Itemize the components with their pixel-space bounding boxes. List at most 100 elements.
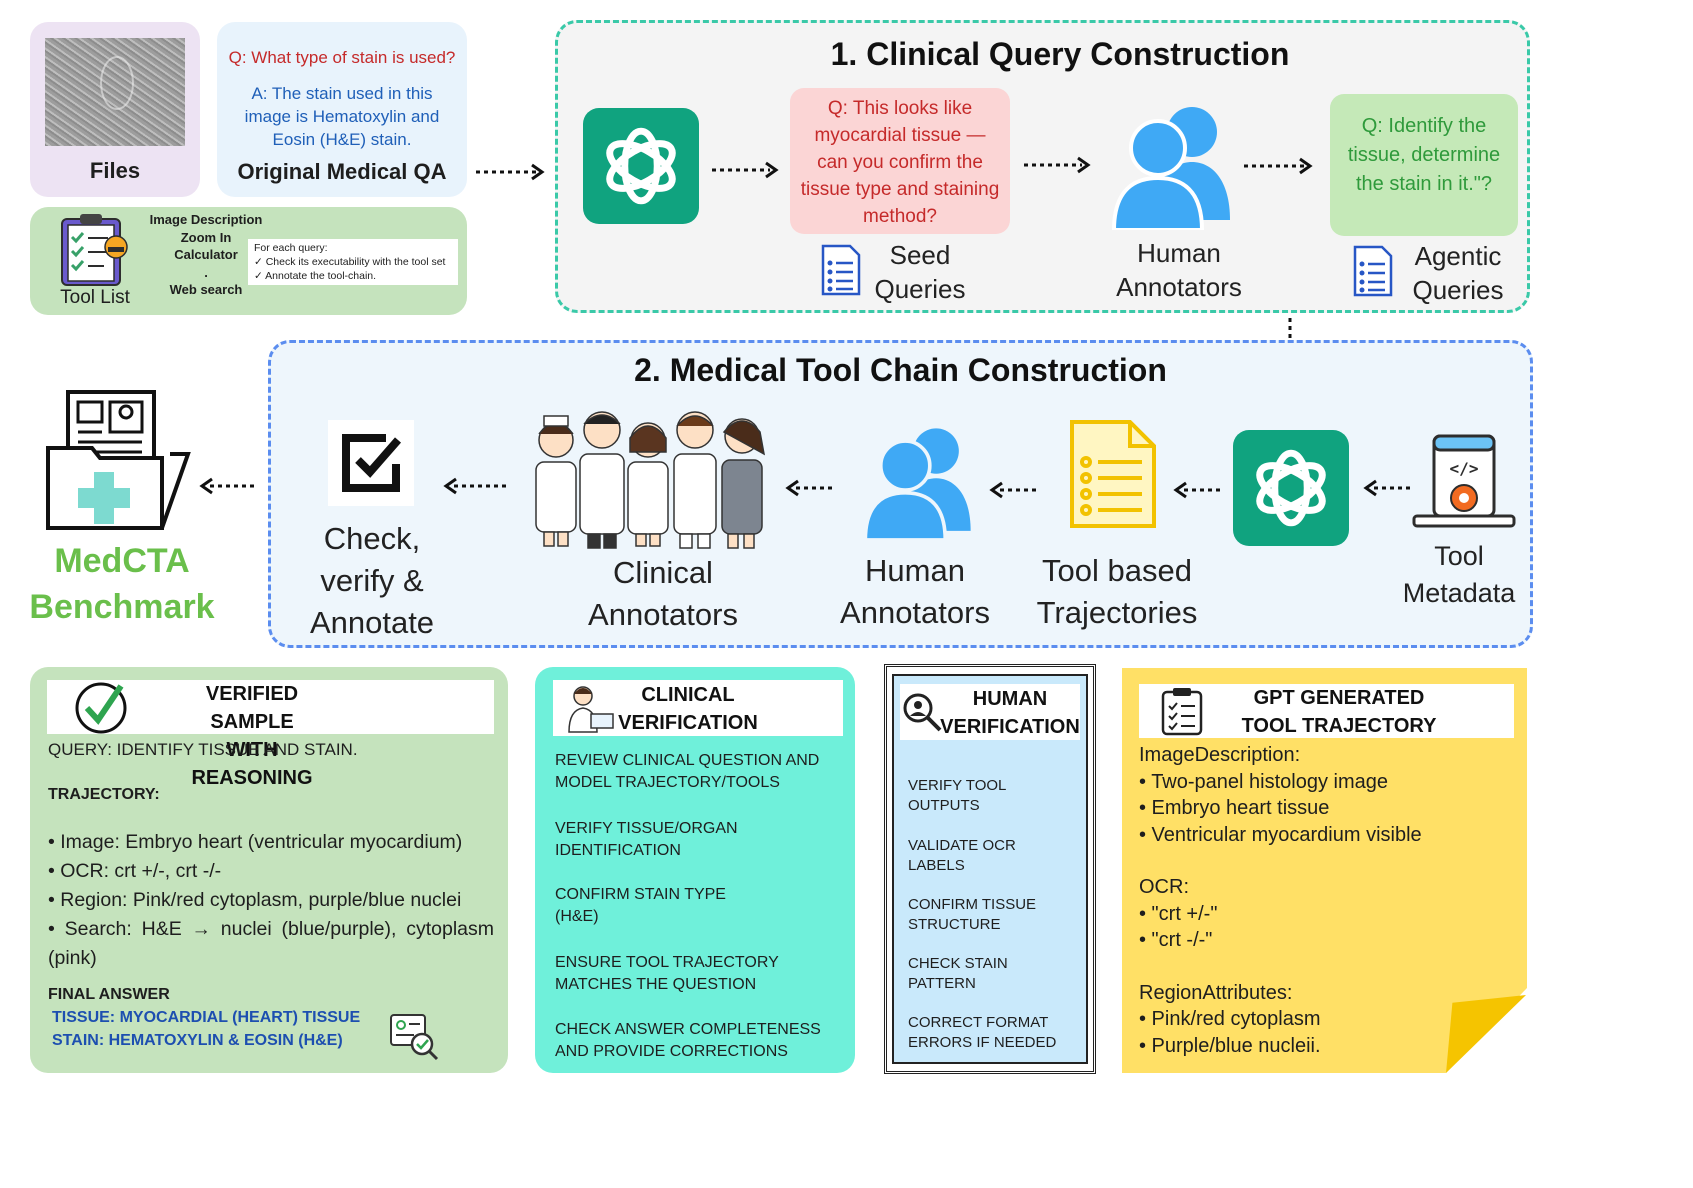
ocr-item: • "crt -/-" (1139, 929, 1213, 951)
arrow-left-icon (1173, 481, 1220, 499)
human-item: CORRECT FORMAT ERRORS IF NEEDED (908, 1014, 1057, 1051)
trajectory-item: • Image: Embryo heart (ventricular myoca… (48, 831, 463, 853)
agentic-query-bubble: Q: Identify the tissue, determine the st… (1330, 94, 1518, 236)
original-qa-card: Q: What type of stain is used? A: The st… (217, 22, 467, 197)
section1-annotators-label: Human Annotators (1116, 238, 1242, 302)
final-answer-heading: FINAL ANSWER (48, 986, 170, 1003)
trajectory-document-icon (1070, 420, 1156, 528)
medical-folder-icon (46, 390, 191, 530)
tool-name: Zoom In (180, 229, 232, 245)
clinical-item: CHECK ANSWER COMPLETENESS AND PROVIDE CO… (555, 1021, 821, 1060)
region-item: • Purple/blue nucleii. (1139, 1034, 1321, 1057)
checkmark-circle-icon (75, 682, 127, 734)
human-title-line1: HUMAN (972, 688, 1048, 710)
human-item: CONFIRM TISSUE STRUCTURE (908, 896, 1037, 933)
ocr-item: • "crt +/-" (1139, 902, 1218, 925)
ocr-heading: OCR: (1139, 876, 1189, 898)
benchmark-line2: Benchmark (29, 588, 215, 626)
query-note: For each query: ✓ Check its executabilit… (248, 239, 458, 285)
files-card: Files (30, 22, 200, 197)
region-item: • Pink/red cytoplasm (1139, 1008, 1321, 1030)
section2-title: 2. Medical Tool Chain Construction (634, 352, 1167, 388)
arrow-right-icon (1024, 156, 1091, 174)
openai-logo-icon (583, 108, 699, 224)
gpt-trajectory-content: ImageDescription: • Two-panel histology … (1139, 742, 1499, 1059)
section1-title: 1. Clinical Query Construction (830, 36, 1290, 72)
check-verify-label: Check, verify & Annotate (309, 521, 435, 640)
final-answer-stain: STAIN: HEMATOXYLIN & EOSIN (H&E) (52, 1032, 343, 1049)
clinical-item: VERIFY TISSUE/ORGAN IDENTIFICATION (555, 820, 738, 859)
document-list-icon (1353, 245, 1393, 297)
svg-text:</>: </> (1450, 459, 1479, 478)
verified-sample-card (30, 667, 508, 1073)
clinical-item: REVIEW CLINICAL QUESTION AND MODEL TRAJE… (555, 752, 820, 791)
arrow-right-icon (1244, 157, 1313, 175)
clipboard-checklist-icon (61, 214, 128, 286)
verified-title-line1: VERIFIED SAMPLE (205, 683, 299, 733)
tool-list-label: Tool List (60, 287, 130, 308)
clinical-title-line1: CLINICAL (641, 684, 735, 706)
query-note-title: For each query: (254, 242, 328, 254)
arrow-left-icon (989, 481, 1036, 499)
human-item: VALIDATE OCR LABELS (908, 837, 1016, 874)
image-description-item: • Ventricular myocardium visible (1139, 823, 1422, 846)
trajectory-item: • Region: Pink/red cytoplasm, purple/blu… (48, 889, 462, 911)
clinical-staff-illustration-icon (535, 411, 766, 549)
gpt-title-box: GPT GENERATED TOOL TRAJECTORY (1139, 684, 1514, 738)
verified-query: QUERY: IDENTIFY TISSUE AND STAIN. (48, 740, 358, 759)
seed-queries-label: Seed Queries (874, 240, 966, 304)
image-description-item: • Two-panel histology image (1139, 770, 1388, 793)
trajectory-heading: TRAJECTORY: (48, 786, 160, 803)
arrow-left-icon (1363, 479, 1410, 497)
document-list-icon (821, 244, 861, 296)
human-item: VERIFY TOOL OUTPUTS (908, 777, 1006, 814)
clinical-title-line2: VERIFICATION (618, 712, 758, 734)
tool-name: Image Description (149, 212, 263, 227)
tool-name: . (204, 264, 208, 280)
trajectory-list: • Image: Embryo heart (ventricular myoca… (48, 828, 494, 973)
arrow-left-icon (785, 479, 832, 497)
qa-label: Original Medical QA (237, 159, 447, 184)
id-card-search-icon (390, 1014, 439, 1061)
trajectory-item: • OCR: crt +/-, crt -/- (48, 860, 222, 882)
qa-answer: A: The stain used in this image is Hemat… (244, 84, 440, 149)
image-description-item: • Embryo heart tissue (1139, 797, 1330, 819)
trajectory-item: • Search: H&E → nuclei (blue/purple), cy… (48, 918, 494, 969)
clinical-annotators-label: Clinical Annotators (588, 555, 738, 632)
clinical-title-box: CLINICAL VERIFICATION (553, 680, 843, 736)
seed-query-text: Q: This looks like myocardial tissue — c… (800, 98, 1000, 227)
agentic-query-text: Q: Identify the tissue, determine the st… (1347, 115, 1501, 195)
query-note-item: ✓ Check its executability with the tool … (254, 256, 446, 268)
human-annotators-icon (1112, 107, 1230, 230)
qa-question: Q: What type of stain is used? (228, 48, 456, 67)
tool-list-card: Tool List Image Description Zoom In Calc… (30, 207, 467, 315)
arrow-right-icon (476, 163, 545, 181)
openai-logo-icon (1233, 430, 1349, 546)
magnifier-person-icon (903, 693, 942, 732)
clipboard-list-icon (1161, 688, 1203, 736)
tool-metadata-label: Tool Metadata (1402, 541, 1516, 608)
check-box-card (328, 420, 414, 506)
human-annotators-icon (863, 428, 971, 540)
human-item: CHECK STAIN PATTERN (908, 955, 1008, 992)
histology-image (45, 38, 185, 146)
final-answer-tissue: TISSUE: MYOCARDIAL (HEART) TISSUE (52, 1009, 361, 1026)
verified-title-line2: WITH REASONING (191, 739, 313, 789)
clinical-item: ENSURE TOOL TRAJECTORY MATCHES THE QUEST… (555, 954, 779, 993)
checkbox-checked-icon (342, 434, 402, 492)
tool-trajectories-label: Tool based Trajectories (1036, 553, 1198, 630)
tool-name: Web search (169, 282, 243, 297)
human-title-box: HUMAN VERIFICATION (900, 684, 1080, 740)
gpt-title-line2: TOOL TRAJECTORY (1241, 715, 1437, 737)
image-description-heading: ImageDescription: (1139, 744, 1301, 766)
tool-name: Calculator (174, 247, 238, 262)
files-label: Files (89, 158, 141, 183)
human-title-line2: VERIFICATION (940, 716, 1080, 738)
benchmark-line1: MedCTA (54, 542, 190, 580)
doctor-at-desk-icon (568, 686, 614, 733)
section2-human-annotators-label: Human Annotators (840, 553, 990, 630)
benchmark-title: MedCTA Benchmark (20, 538, 224, 630)
arrow-left-icon (199, 477, 258, 495)
agentic-queries-label: Agentic Queries (1412, 241, 1504, 305)
gpt-title-line1: GPT GENERATED (1253, 687, 1425, 709)
